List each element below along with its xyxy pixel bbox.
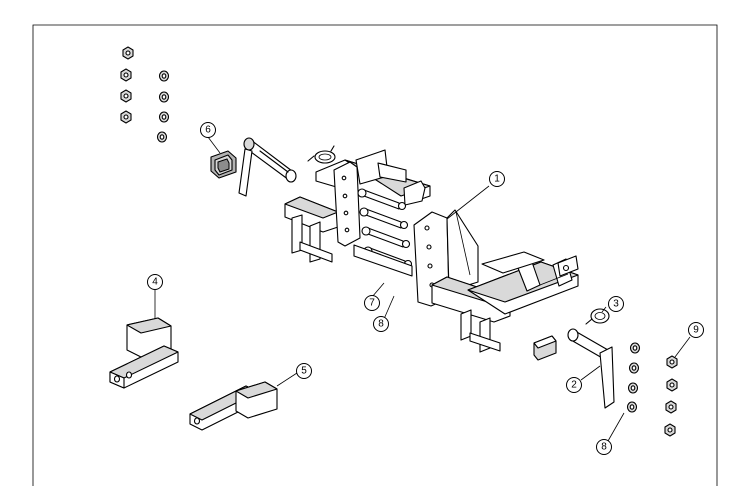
handle-pin-upper [238, 137, 297, 197]
svg-text:6: 6 [205, 125, 211, 136]
leader-lines [154, 136, 691, 442]
l-insert-part-5 [189, 381, 278, 431]
lock-washer [627, 382, 639, 394]
spring-clip-upper [307, 145, 336, 164]
callout-8-center: 8 [373, 316, 389, 332]
svg-text:8: 8 [601, 442, 607, 453]
svg-text:2: 2 [571, 380, 577, 391]
svg-text:7: 7 [369, 298, 375, 309]
lock-washer [629, 342, 641, 354]
nut-group-part-9 [664, 355, 678, 437]
lock-washer [158, 70, 170, 82]
svg-text:8: 8 [378, 319, 384, 330]
washer-group-top-left [156, 70, 170, 143]
handle-pin-part-2 [567, 328, 615, 409]
callout-6: 6 [200, 122, 216, 138]
hex-nut [122, 46, 134, 60]
l-insert-part-4 [109, 317, 179, 389]
lock-washer [626, 401, 638, 413]
callout-1: 1 [489, 171, 505, 187]
callout-9: 9 [688, 322, 704, 338]
svg-text:4: 4 [152, 277, 158, 288]
callout-2: 2 [566, 377, 582, 393]
callout-4: 4 [147, 274, 163, 290]
hex-nut [666, 378, 678, 392]
lock-washer [158, 91, 170, 103]
svg-text:5: 5 [301, 366, 307, 377]
nut-group-top-left [120, 46, 134, 124]
callout-7: 7 [364, 295, 380, 311]
main-hitch-frame-part-1 [284, 149, 579, 353]
hex-nut [666, 355, 678, 369]
lock-washer [156, 131, 168, 143]
callout-3: 3 [608, 296, 624, 312]
svg-text:3: 3 [613, 299, 619, 310]
svg-text:1: 1 [494, 174, 500, 185]
callout-8-right: 8 [596, 439, 612, 455]
lock-washer [158, 111, 170, 123]
square-cap-part-6 [210, 150, 237, 179]
spring-clip-part-3 [585, 308, 610, 325]
callout-5: 5 [296, 363, 312, 379]
square-cap-lower [533, 335, 557, 361]
drawing-frame [32, 24, 718, 486]
lock-washer [628, 362, 640, 374]
hex-nut [120, 89, 132, 103]
washer-group-right [626, 342, 641, 413]
hex-nut [120, 68, 132, 82]
svg-text:9: 9 [693, 325, 699, 336]
hex-nut [120, 110, 132, 124]
hex-nut [665, 400, 677, 414]
hex-nut [664, 423, 676, 437]
